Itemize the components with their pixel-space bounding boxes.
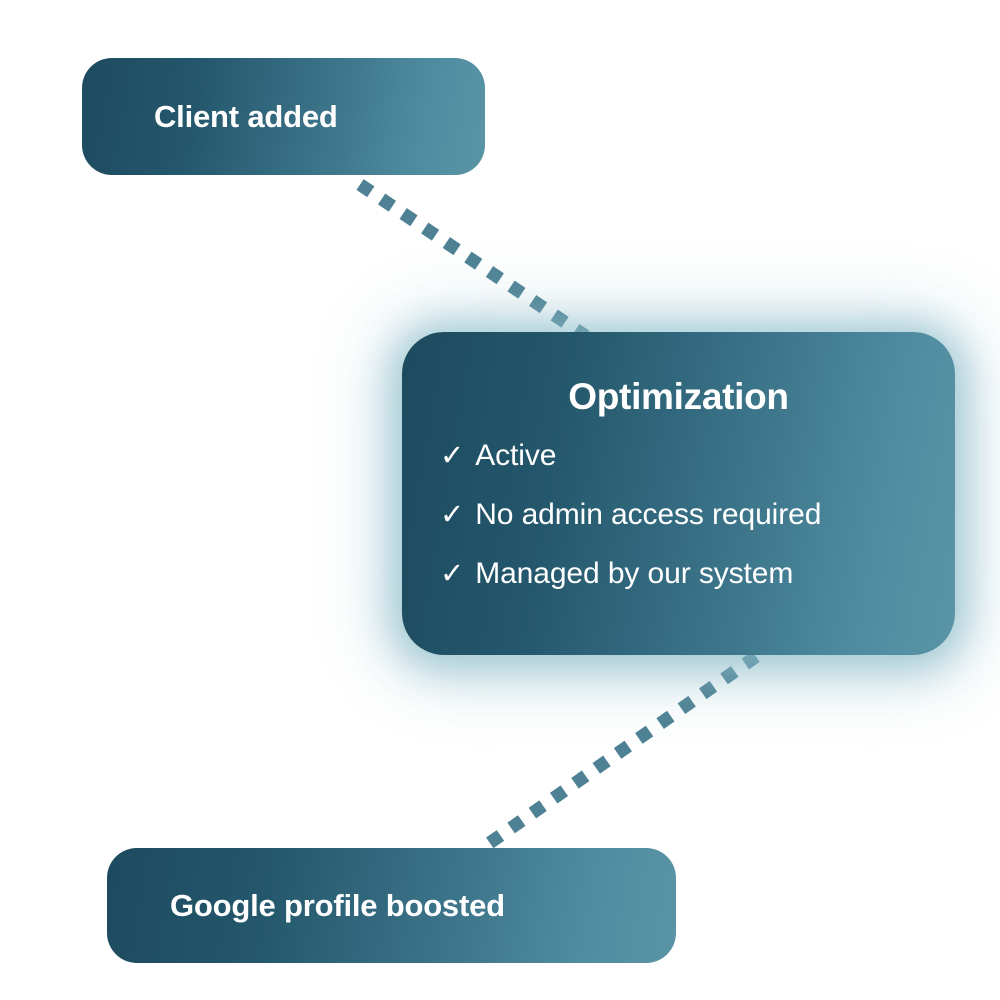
- check-icon: ✓: [440, 557, 465, 590]
- list-item-label: No admin access required: [475, 497, 822, 531]
- list-item-label: Active: [475, 438, 557, 472]
- check-icon: ✓: [440, 498, 465, 531]
- list-item: ✓ No admin access required: [440, 497, 955, 531]
- card-google-profile-boosted[interactable]: Google profile boosted: [107, 848, 676, 963]
- optimization-feature-list: ✓ Active ✓ No admin access required ✓ Ma…: [402, 438, 955, 590]
- card-google-profile-boosted-title: Google profile boosted: [170, 888, 505, 923]
- card-client-added[interactable]: Client added: [82, 58, 485, 175]
- card-optimization-title: Optimization: [568, 376, 789, 417]
- connector-optimization-to-google: [485, 651, 760, 849]
- card-client-added-title: Client added: [154, 99, 338, 134]
- card-optimization[interactable]: Optimization ✓ Active ✓ No admin access …: [402, 332, 955, 655]
- connector-client-to-optimization: [356, 179, 590, 342]
- list-item: ✓ Active: [440, 438, 955, 472]
- list-item-label: Managed by our system: [475, 556, 794, 590]
- check-icon: ✓: [440, 439, 465, 472]
- list-item: ✓ Managed by our system: [440, 556, 955, 590]
